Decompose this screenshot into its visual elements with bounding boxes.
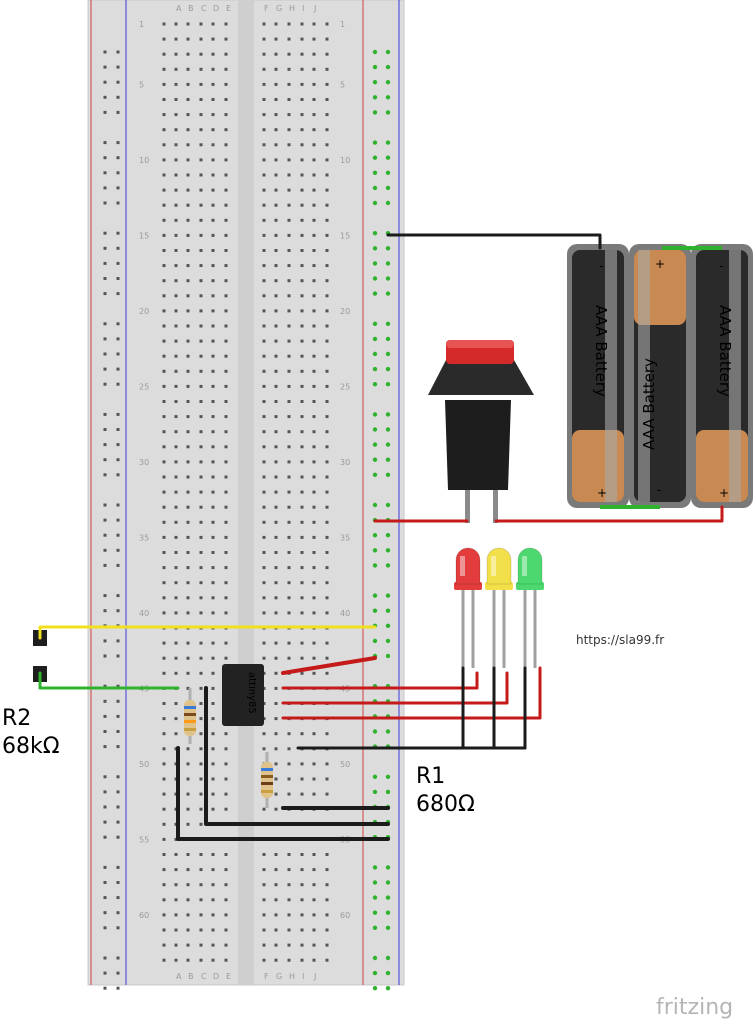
row-number: 30 (340, 458, 350, 467)
row-number: 25 (139, 382, 149, 391)
row-number: 5 (340, 80, 345, 89)
fritzing-logo: fritzing (656, 995, 733, 1020)
wire (281, 656, 377, 675)
wires (38, 233, 724, 841)
row-number: 10 (139, 156, 149, 165)
battery-plus: + (655, 257, 665, 271)
row-number: 60 (139, 911, 149, 920)
col-letter: I (302, 972, 304, 981)
row-number: 50 (340, 760, 350, 769)
chip-label: attiny85 (246, 672, 257, 714)
row-number: 50 (139, 760, 149, 769)
row-number: 40 (139, 609, 149, 618)
wire (38, 671, 180, 690)
column-letters-bottom: A B C D E F G H I J (176, 972, 316, 981)
battery-plus: + (719, 486, 729, 500)
col-letter: B (188, 4, 194, 13)
col-letter: G (276, 972, 282, 981)
battery-label: AAA Battery (716, 305, 734, 397)
wire (494, 505, 724, 523)
battery-label: AAA Battery (640, 358, 658, 450)
wire (386, 233, 602, 250)
battery-cell: AAA Battery - + (572, 250, 624, 502)
row-number: 55 (139, 835, 149, 844)
row-number: 15 (340, 231, 350, 240)
r1-name: R1 (416, 764, 445, 789)
row-number: 20 (139, 307, 149, 316)
col-letter: A (176, 972, 182, 981)
col-letter: E (226, 4, 231, 13)
row-number: 1 (139, 20, 144, 29)
battery-plus: + (597, 486, 607, 500)
wire (176, 746, 390, 841)
col-letter: G (276, 4, 282, 13)
battery-cell: AAA Battery + - (634, 250, 686, 502)
led-red (454, 547, 482, 668)
row-number: 20 (340, 307, 350, 316)
col-letter: F (264, 4, 269, 13)
col-letter: I (302, 4, 304, 13)
attiny85-chip: attiny85 (222, 664, 264, 726)
col-letter: H (289, 4, 295, 13)
row-number: 60 (340, 911, 350, 920)
col-letter: J (313, 972, 316, 981)
led-green (516, 547, 544, 668)
r2-name: R2 (2, 706, 31, 731)
battery-minus: - (719, 259, 723, 273)
row-number: 35 (340, 533, 350, 542)
column-letters-top: A B C D E F G H I J (176, 4, 316, 13)
col-letter: C (201, 4, 207, 13)
pushbutton (428, 340, 534, 523)
col-letter: D (213, 4, 219, 13)
wire (38, 625, 377, 640)
wire (281, 671, 479, 690)
wire (281, 666, 542, 720)
battery-minus: - (599, 259, 603, 273)
battery-minus: - (657, 483, 661, 497)
wire (281, 671, 509, 705)
col-letter: F (264, 972, 269, 981)
row-number: 25 (340, 382, 350, 391)
battery-pack: AAA Battery - + AAA Battery + - AAA Batt… (567, 244, 753, 509)
led-yellow (485, 547, 513, 668)
leds (454, 547, 544, 668)
col-letter: A (176, 4, 182, 13)
breadboard-holes (103, 22, 391, 991)
col-letter: D (213, 972, 219, 981)
row-number: 5 (139, 80, 144, 89)
resistor-r2 (184, 688, 196, 744)
battery-cell: AAA Battery - + (696, 250, 748, 502)
credit-url: https://sla99.fr (576, 633, 664, 647)
col-letter: B (188, 972, 194, 981)
wire (204, 686, 390, 826)
row-number: 35 (139, 533, 149, 542)
col-letter: H (289, 972, 295, 981)
col-letter: E (226, 972, 231, 981)
resistor-r1 (261, 752, 273, 808)
row-number: 30 (139, 458, 149, 467)
row-number: 40 (340, 609, 350, 618)
r2-value: 68kΩ (2, 734, 60, 759)
row-number: 1 (340, 20, 345, 29)
row-number: 10 (340, 156, 350, 165)
col-letter: C (201, 972, 207, 981)
r1-value: 680Ω (416, 792, 475, 817)
battery-label: AAA Battery (592, 305, 610, 397)
col-letter: J (313, 4, 316, 13)
row-number: 15 (139, 231, 149, 240)
